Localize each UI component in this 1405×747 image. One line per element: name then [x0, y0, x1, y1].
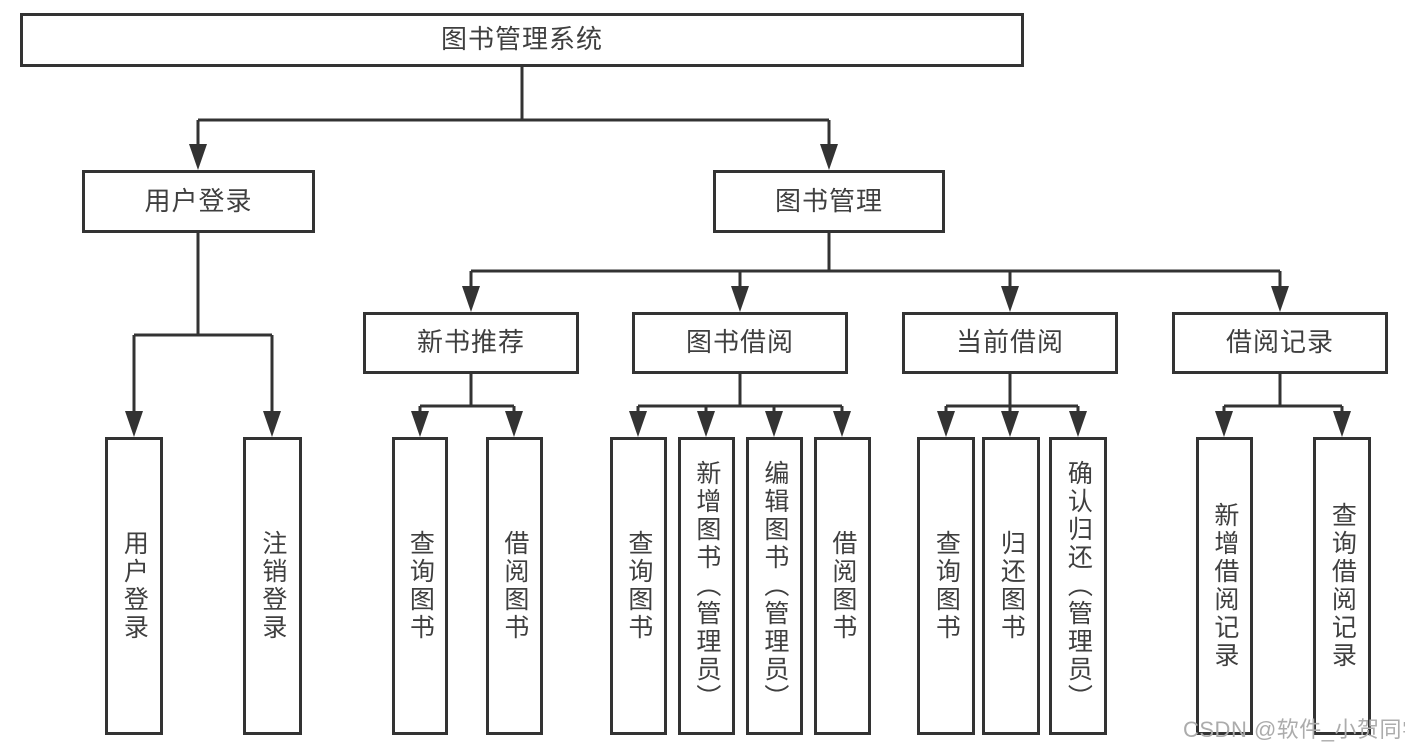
leaf-query-borrow-record: 查询借阅记录: [1313, 437, 1371, 735]
arrow-icon: [629, 411, 647, 437]
watermark: CSDN @软件_小贺同学: [1183, 717, 1405, 742]
leaf-user-login: 用户登录: [105, 437, 163, 735]
leaf-edit-book-admin: 编辑图书（管理员）: [746, 437, 803, 735]
leaf-borrow-books-borrowing: 借阅图书: [814, 437, 871, 735]
arrow-icon: [505, 411, 523, 437]
arrow-icon: [263, 411, 281, 437]
arrow-icon: [765, 411, 783, 437]
arrow-icon: [820, 144, 838, 170]
leaf-add-borrow-record: 新增借阅记录: [1196, 437, 1253, 735]
leaf-query-books-current: 查询图书: [917, 437, 975, 735]
arrow-icon: [1215, 411, 1233, 437]
edge-borrowing-to-leaves: [636, 374, 844, 413]
node-library-system-root: 图书管理系统: [20, 13, 1024, 67]
leaf-return-books: 归还图书: [982, 437, 1040, 735]
arrow-icon: [697, 411, 715, 437]
arrow-icon: [411, 411, 429, 437]
arrow-icon: [1001, 411, 1019, 437]
arrow-icon: [125, 411, 143, 437]
edge-userlogin-to-leaves: [132, 233, 274, 413]
arrow-icon: [1271, 286, 1289, 312]
node-book-management: 图书管理: [713, 170, 945, 233]
edge-newbook-to-leaves: [418, 374, 516, 413]
arrow-icon: [1001, 286, 1019, 312]
leaf-logout: 注销登录: [243, 437, 302, 735]
arrow-icon: [937, 411, 955, 437]
node-current-borrowing: 当前借阅: [902, 312, 1118, 374]
leaf-confirm-return-admin: 确认归还（管理员）: [1049, 437, 1107, 735]
edge-root-to-level2: [196, 67, 831, 146]
node-new-book-recommendation: 新书推荐: [363, 312, 579, 374]
arrow-icon: [833, 411, 851, 437]
arrow-icon: [189, 144, 207, 170]
arrow-icon: [1333, 411, 1351, 437]
edge-bookmgmt-to-level3: [469, 233, 1282, 288]
node-book-borrowing: 图书借阅: [632, 312, 848, 374]
edge-current-to-leaves: [944, 374, 1080, 413]
node-user-login: 用户登录: [82, 170, 315, 233]
edge-records-to-leaves: [1222, 374, 1344, 413]
arrow-icon: [462, 286, 480, 312]
leaf-borrow-books-recommend: 借阅图书: [486, 437, 543, 735]
arrow-icon: [1069, 411, 1087, 437]
leaf-query-books-borrowing: 查询图书: [610, 437, 667, 735]
leaf-add-book-admin: 新增图书（管理员）: [678, 437, 735, 735]
arrow-icon: [731, 286, 749, 312]
leaf-query-books-recommend: 查询图书: [392, 437, 448, 735]
node-borrowing-records: 借阅记录: [1172, 312, 1388, 374]
